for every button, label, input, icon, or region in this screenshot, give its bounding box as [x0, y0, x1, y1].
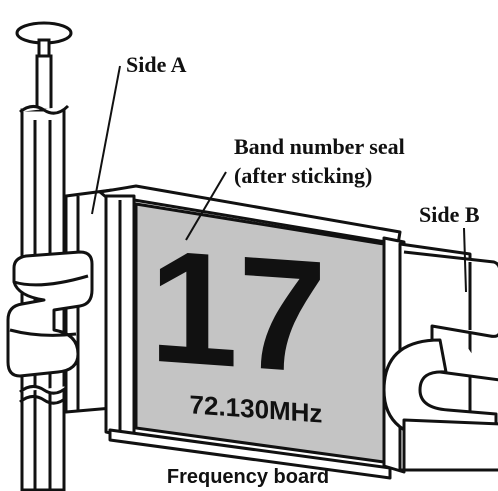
side-b-label: Side B — [419, 202, 480, 227]
pole-break-top — [19, 104, 70, 115]
pole-ring — [6, 250, 94, 378]
callouts: Side A Band number seal (after sticking)… — [91, 52, 480, 293]
board-bottom-rail — [108, 428, 392, 480]
band-number-seal: 17 72.130MHz — [134, 202, 386, 464]
side-b-clip-bottom — [402, 418, 498, 472]
side-a-clip — [6, 250, 94, 378]
band-seal-label-line2: (after sticking) — [234, 163, 372, 188]
band-seal-leader — [185, 171, 227, 241]
band-seal-label-line1: Band number seal — [234, 134, 405, 159]
side-a-leader — [91, 65, 121, 215]
seal-band-number: 17 — [149, 216, 327, 407]
side-b-clip — [382, 250, 498, 472]
side-b-leader — [463, 227, 467, 293]
pole-break-mid — [19, 384, 70, 395]
seal-panel — [134, 202, 386, 464]
side-a-label: Side A — [126, 52, 187, 77]
diagram-caption: Frequency board — [167, 466, 329, 488]
